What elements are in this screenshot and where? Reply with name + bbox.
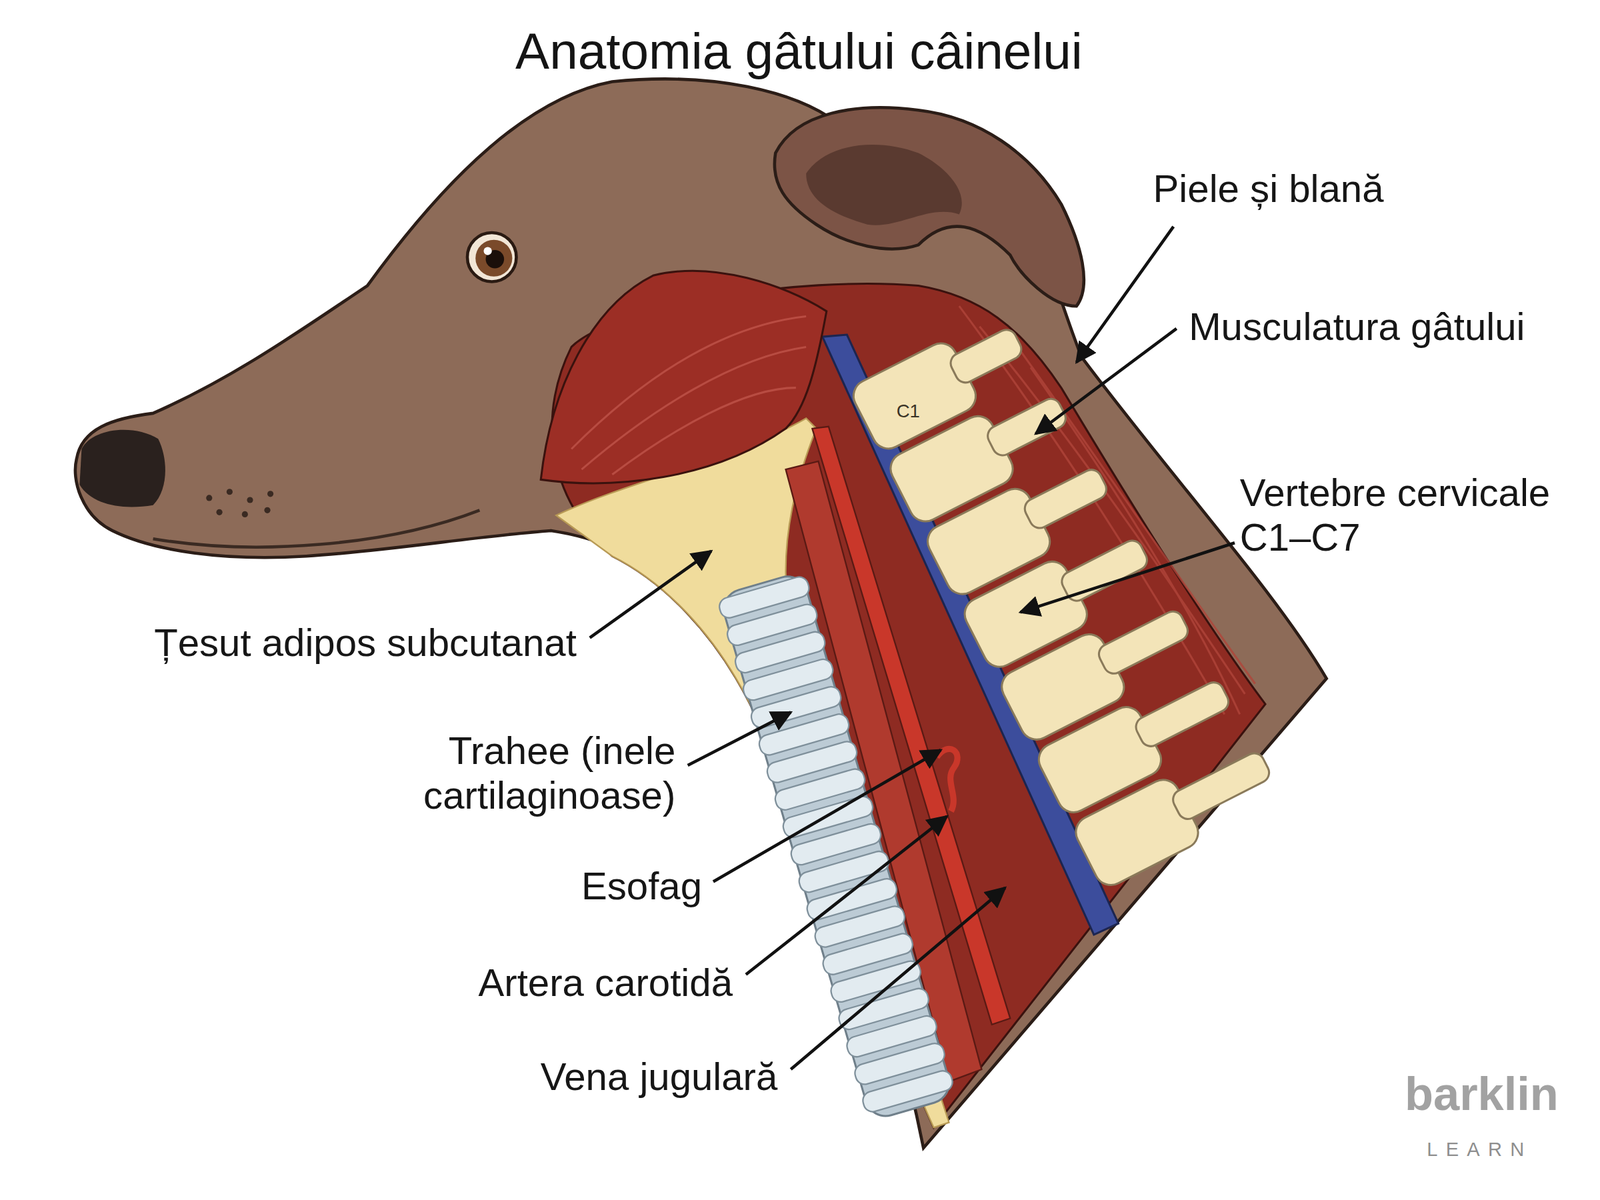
trachea-tube (719, 572, 954, 1122)
dot (267, 490, 274, 497)
eye-highlight (484, 246, 492, 255)
whisker-dots (206, 488, 274, 518)
leader-line (790, 888, 1005, 1070)
part-label: Vena jugulară (540, 1054, 778, 1099)
spinous-process (1132, 678, 1232, 750)
dot (242, 511, 248, 518)
carotid-branch (936, 748, 958, 811)
spinous-process (1021, 466, 1110, 532)
part-label: Esofag (581, 863, 702, 908)
cheek-fibers (571, 316, 806, 474)
ear (774, 107, 1084, 306)
mouth (153, 510, 480, 547)
part-label: Trahee (inele cartilaginoase) (246, 728, 676, 818)
eye (467, 232, 516, 282)
spinous-process (947, 326, 1025, 387)
nose (79, 430, 166, 508)
dot (246, 496, 253, 503)
leader-line (1036, 328, 1177, 434)
leader-line (1020, 542, 1235, 612)
fiber (571, 316, 806, 449)
cervical-vertebrae (848, 297, 1284, 891)
fiber (581, 346, 806, 470)
leader-line (590, 551, 712, 638)
watermark: LEARN (1426, 1138, 1532, 1161)
ear-inner (806, 144, 962, 226)
part-label: Piele și blană (1153, 166, 1384, 212)
skin-silhouette (75, 78, 1327, 1148)
watermark: barklin (1404, 1066, 1559, 1121)
spinous-process (984, 395, 1069, 459)
cheek-muscle (540, 270, 827, 483)
spinous-process (1169, 750, 1272, 823)
spinous-process (1095, 608, 1192, 677)
part-label: Musculatura gâtului (1188, 304, 1525, 349)
leader-line (688, 712, 792, 766)
dot (264, 507, 270, 514)
dot (226, 488, 233, 495)
dot (206, 494, 212, 501)
leader-line (746, 816, 948, 974)
part-label: Artera carotidă (478, 960, 733, 1006)
diagram-title: Anatomia gâtului câinelui (515, 22, 1083, 81)
trachea (716, 570, 957, 1122)
vertebra-number: C1 (896, 400, 920, 422)
leader-lines (590, 226, 1235, 1070)
fiber (612, 388, 796, 475)
part-label: Vertebre cervicale C1–C7 (1240, 470, 1592, 560)
leader-line (713, 750, 941, 882)
part-label: Țesut adipos subcutanat (154, 620, 577, 666)
ring (860, 1068, 955, 1114)
iris (475, 240, 512, 277)
dot (216, 509, 222, 516)
